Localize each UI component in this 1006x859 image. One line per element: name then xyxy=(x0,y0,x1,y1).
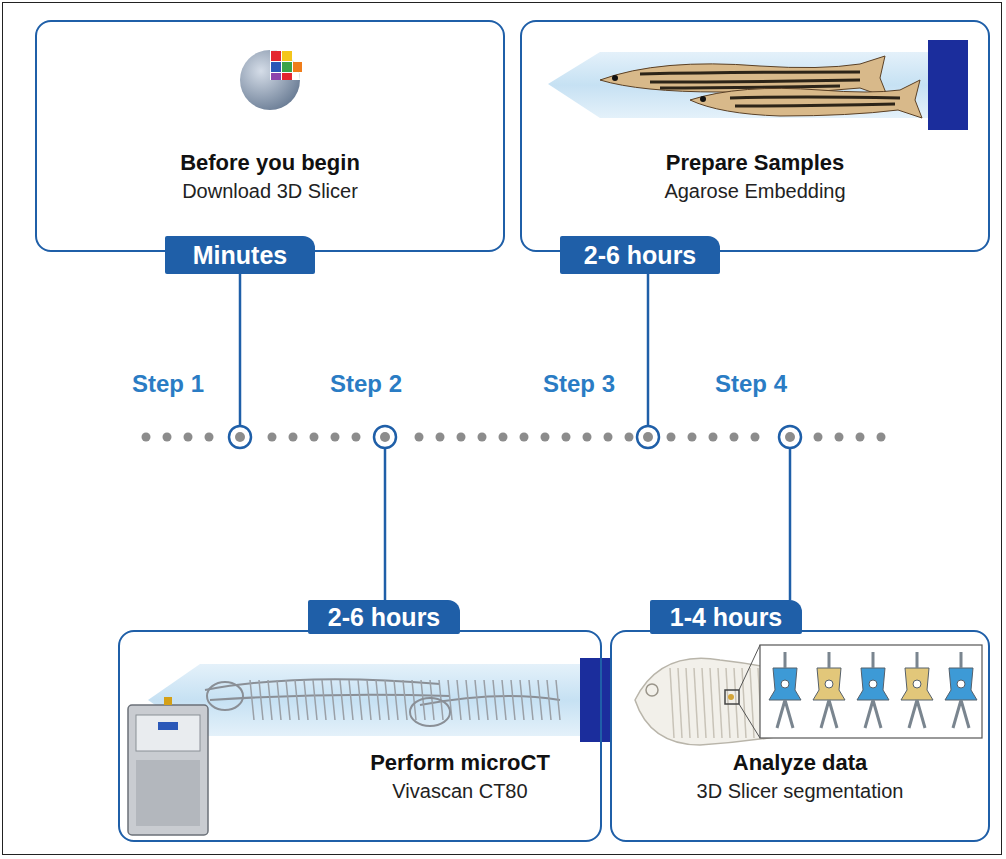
step-heading: Perform microCT xyxy=(330,750,590,776)
text-block: Perform microCT Vivascan CT80 xyxy=(330,750,590,803)
step-box: Analyze data 3D Slicer segmentation xyxy=(610,630,990,842)
text-block: Analyze data 3D Slicer segmentation xyxy=(622,750,978,803)
step-heading: Before you begin xyxy=(47,150,493,176)
text-block: Prepare SamplesAgarose Embedding xyxy=(532,150,978,203)
step-subtitle: Vivascan CT80 xyxy=(330,780,590,803)
time-tab: 2-6 hours xyxy=(560,236,720,274)
step-box: Perform microCT Vivascan CT80 xyxy=(118,630,602,842)
duration-text: 2-6 hours xyxy=(584,241,697,270)
duration-text: Minutes xyxy=(193,241,287,270)
time-tab: 2-6 hours xyxy=(308,600,460,634)
step-heading: Analyze data xyxy=(622,750,978,776)
step-heading: Prepare Samples xyxy=(532,150,978,176)
step-label: Step 1 xyxy=(132,370,204,398)
step-subtitle: Download 3D Slicer xyxy=(47,180,493,203)
step-label: Step 4 xyxy=(715,370,787,398)
duration-text: 2-6 hours xyxy=(328,603,441,632)
time-tab: 1-4 hours xyxy=(650,600,802,634)
step-subtitle: Agarose Embedding xyxy=(532,180,978,203)
time-tab: Minutes xyxy=(165,236,315,274)
step-box: Before you beginDownload 3D Slicer xyxy=(35,20,505,252)
text-block: Before you beginDownload 3D Slicer xyxy=(47,150,493,203)
step-box: Prepare SamplesAgarose Embedding xyxy=(520,20,990,252)
step-label: Step 2 xyxy=(330,370,402,398)
step-label: Step 3 xyxy=(543,370,615,398)
step-subtitle: 3D Slicer segmentation xyxy=(622,780,978,803)
duration-text: 1-4 hours xyxy=(670,603,783,632)
